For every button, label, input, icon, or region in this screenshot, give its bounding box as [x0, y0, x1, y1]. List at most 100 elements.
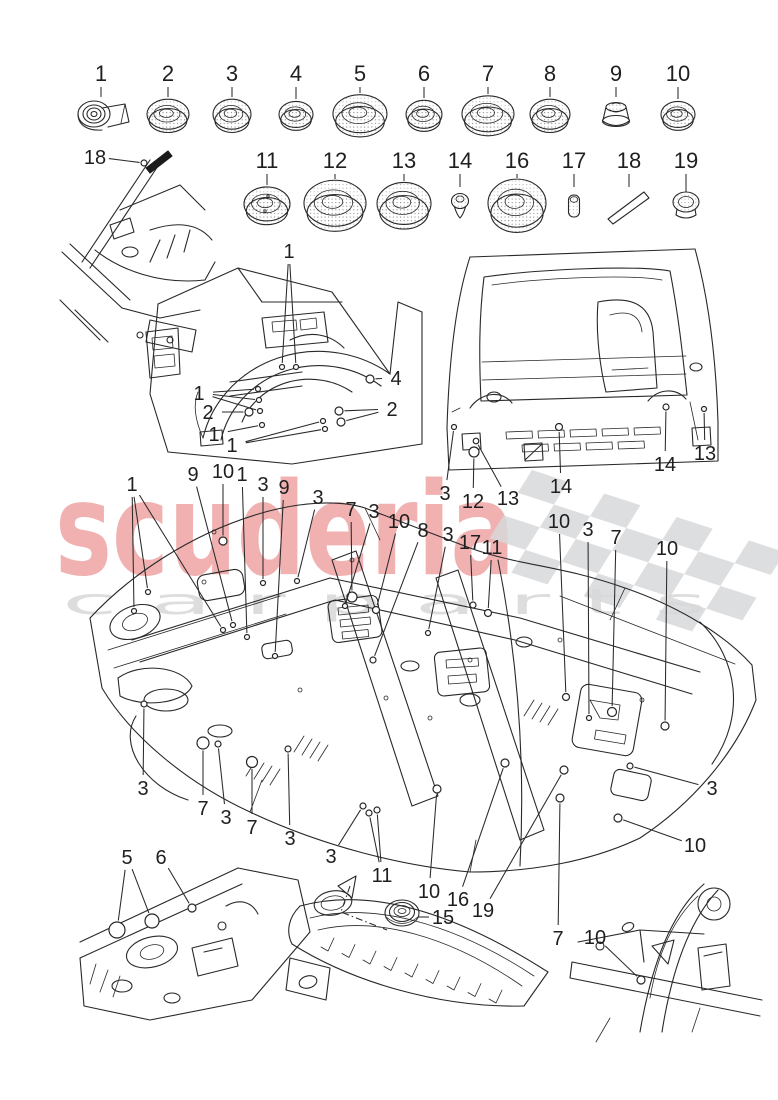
hole-marker — [555, 793, 565, 803]
cowl-rib — [362, 950, 377, 965]
callout-number: 5 — [121, 847, 132, 869]
hole-marker — [245, 755, 259, 769]
callout-3-floor-pan: 3 — [293, 487, 324, 585]
callout-3-floor-pan: 3 — [626, 762, 718, 800]
hole-marker — [140, 700, 148, 708]
hole-marker — [229, 621, 237, 629]
wheel-arch-drawing — [145, 267, 423, 465]
hole-marker — [432, 784, 442, 794]
hole-marker — [450, 423, 458, 431]
callout-5-front-corner: 5 — [108, 847, 160, 939]
legend-part-18: 18 — [607, 148, 650, 225]
hole-marker — [214, 740, 222, 748]
hole-marker — [255, 396, 263, 404]
callout-number: 6 — [155, 847, 166, 869]
callout-number: 11 — [482, 537, 503, 559]
leader-line — [489, 774, 562, 900]
callout-number: 10 — [418, 881, 440, 903]
callout-14-rear-body: 14 — [550, 422, 572, 498]
leader-line — [212, 393, 256, 401]
floor-pan-drawing — [89, 502, 757, 873]
callout-number: 10 — [584, 927, 606, 949]
callout-number: 7 — [246, 817, 257, 839]
leader-line — [346, 411, 379, 422]
leader-line — [131, 496, 135, 608]
checker-tile — [662, 516, 713, 552]
floor-hole — [467, 657, 473, 663]
hole-marker — [373, 806, 381, 814]
callout-11-floor-pan: 11 — [365, 806, 392, 887]
part-number-label: 5 — [354, 61, 366, 86]
hole-marker — [284, 745, 292, 753]
callout-8-floor-pan: 8 — [369, 520, 429, 664]
hole-marker — [243, 633, 251, 641]
callout-11-floor-pan: 11 — [482, 537, 503, 618]
hole-marker — [468, 446, 480, 458]
cowl-rib — [467, 983, 482, 997]
part-icon-cap-plug — [601, 101, 631, 128]
callout-number: 10 — [684, 835, 706, 857]
callout-1-floor-pan: 1 — [236, 464, 251, 641]
part-number-label: 11 — [256, 148, 279, 173]
floor-rib — [523, 699, 535, 717]
hole-marker — [256, 407, 264, 415]
callout-9-floor-pan: 9 — [271, 477, 290, 660]
floor-rib — [261, 765, 273, 783]
callout-number: 16 — [447, 889, 469, 911]
leader-line — [287, 753, 291, 826]
part-icon-pin-plug — [567, 194, 581, 218]
callout-number: 7 — [197, 798, 208, 820]
leader-line — [117, 869, 126, 921]
callout-10-floor-pan: 10 — [613, 813, 706, 857]
callout-number: 10 — [548, 511, 570, 533]
callout-number: 15 — [432, 907, 454, 929]
callout-7-floor-pan: 7 — [245, 755, 259, 839]
hole-marker — [341, 602, 349, 610]
hole-marker — [585, 714, 593, 722]
part-number-label: 3 — [226, 61, 238, 86]
hole-marker — [321, 425, 329, 433]
hole-marker — [424, 629, 432, 637]
hole-marker — [626, 762, 634, 770]
callout-number: 3 — [706, 778, 717, 800]
part-number-label: 8 — [544, 61, 556, 86]
legend-part-8: 8 — [529, 61, 571, 134]
leader-line — [587, 541, 590, 715]
part-icon-grommet — [146, 98, 190, 134]
part-icon-grommet-oval — [303, 179, 367, 232]
floor-rib — [293, 735, 305, 753]
callout-1-wheel-arch: 1 — [226, 417, 329, 457]
callout-number: 18 — [84, 147, 106, 169]
leader-line — [297, 509, 316, 578]
a-pillar-drawing — [59, 150, 216, 353]
callout-number: 10 — [656, 538, 678, 560]
callout-number: 12 — [462, 491, 484, 513]
leader-line — [212, 388, 255, 393]
hole-marker — [554, 422, 564, 432]
legend-part-9: 9 — [601, 61, 631, 128]
leader-line — [167, 867, 190, 904]
callout-3-floor-pan: 3 — [341, 501, 380, 610]
part-number-label: 1 — [95, 61, 107, 86]
callout-15-cowl: 15 — [418, 907, 454, 929]
legend-part-2: 2 — [146, 61, 190, 134]
checker-tile — [539, 504, 591, 539]
callout-number: 3 — [582, 519, 593, 541]
floor-rib — [547, 708, 559, 726]
hole-marker — [483, 608, 493, 618]
floor-rib — [309, 741, 321, 759]
part-number-label: 18 — [617, 148, 641, 173]
checker-tile — [633, 562, 685, 597]
hole-marker — [319, 417, 327, 425]
part-icon-grommet-oval — [376, 181, 432, 230]
checker-tile — [706, 585, 757, 621]
legend-part-1: 1 — [77, 61, 130, 131]
leader-line — [477, 444, 502, 487]
floor-hole — [383, 695, 389, 701]
legend-part-17: 17 — [562, 148, 586, 218]
legend-part-3: 3 — [212, 61, 252, 134]
rear-body-drawing — [446, 248, 719, 471]
